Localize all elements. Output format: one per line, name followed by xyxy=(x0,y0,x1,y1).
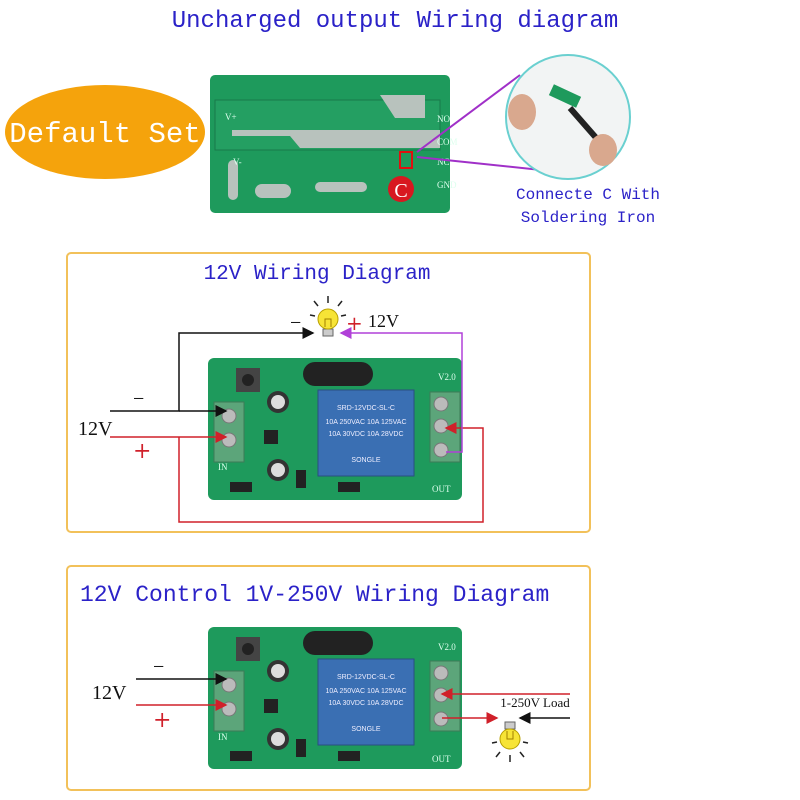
relay-board xyxy=(207,626,463,770)
default-set-badge xyxy=(5,85,205,179)
board-out-label: OUT xyxy=(432,754,451,764)
supply-plus: + xyxy=(153,708,171,733)
supply-plus: + xyxy=(133,439,151,464)
lamp-voltage: 12V xyxy=(368,311,399,331)
supply-minus: − xyxy=(133,388,144,410)
lamp-bulb-icon xyxy=(309,295,347,337)
default-set-label: Default Set xyxy=(9,118,200,151)
solder-note-line2: Soldering Iron xyxy=(521,209,655,227)
supply-minus: − xyxy=(153,656,164,678)
relay-brand: SONGLE xyxy=(351,726,381,733)
relay-rating-dc: 10A 30VDC 10A 28VDC xyxy=(328,431,403,438)
wires-12v xyxy=(110,327,484,523)
wires-control xyxy=(136,673,570,724)
pin-label: COM xyxy=(437,137,458,147)
board-version-label: V2.0 xyxy=(438,642,456,652)
relay-board xyxy=(207,357,463,501)
relay-model: SRD-12VDC-SL-C xyxy=(337,405,395,412)
lamp-plus: + xyxy=(346,311,363,335)
panel-control-wiring xyxy=(66,565,591,791)
pcb-back-view: V+ V- NO COM NC GND C xyxy=(210,75,458,213)
pin-label: V- xyxy=(233,157,242,167)
relay-model: SRD-12VDC-SL-C xyxy=(337,674,395,681)
pin-label: GND xyxy=(437,180,457,190)
relay-rating-ac: 10A 250VAC 10A 125VAC xyxy=(325,688,406,695)
panel-12v-title: 12V Wiring Diagram xyxy=(204,263,431,286)
load-bulb-icon xyxy=(491,721,529,763)
solder-note-line1: Connecte C With xyxy=(516,186,660,204)
c-marker: C xyxy=(394,180,407,202)
relay-rating-ac: 10A 250VAC 10A 125VAC xyxy=(325,419,406,426)
pin-label: NO xyxy=(437,114,450,124)
board-in-label: IN xyxy=(218,732,228,742)
board-version-label: V2.0 xyxy=(438,372,456,382)
load-label: 1-250V Load xyxy=(500,695,570,710)
pin-label: NC xyxy=(437,157,450,167)
relay-brand: SONGLE xyxy=(351,457,381,464)
panel-12v-wiring xyxy=(66,252,591,533)
page-title: Uncharged output Wiring diagram xyxy=(172,8,618,35)
board-in-label: IN xyxy=(218,462,228,472)
supply-voltage-label: 12V xyxy=(92,682,127,704)
supply-voltage-label: 12V xyxy=(78,418,113,440)
lamp-minus: − xyxy=(290,312,301,334)
pin-label: V+ xyxy=(225,112,237,122)
relay-rating-dc: 10A 30VDC 10A 28VDC xyxy=(328,700,403,707)
panel-control-title: 12V Control 1V-250V Wiring Diagram xyxy=(80,582,549,608)
board-out-label: OUT xyxy=(432,484,451,494)
